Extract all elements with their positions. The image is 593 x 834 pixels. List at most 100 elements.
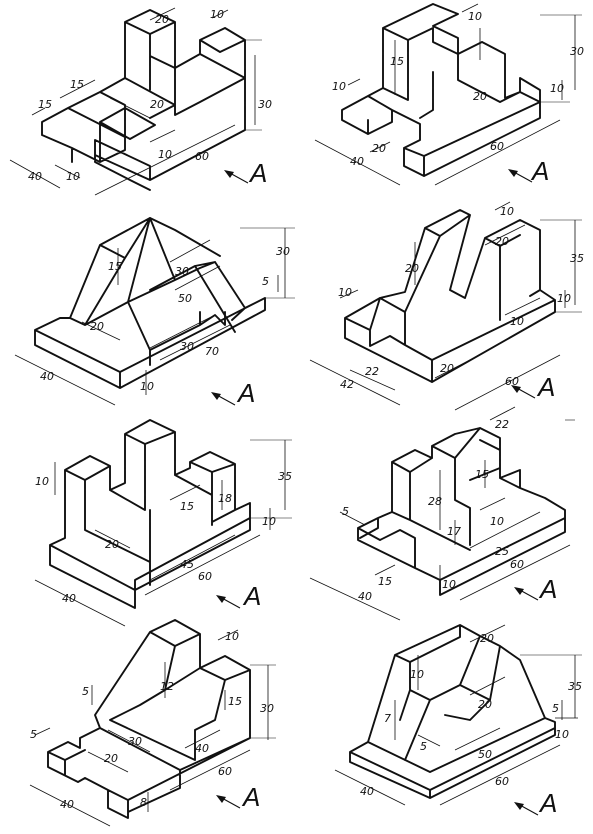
panel-8-part (349, 624, 556, 799)
panel-2-dim-label: 10 (550, 82, 564, 95)
view-a-label: A (538, 788, 557, 818)
panel-1-dim-label: 10 (158, 148, 172, 161)
panel-6-dim-label: 10 (442, 578, 456, 591)
panel-1-dim-label: 60 (195, 150, 209, 163)
panel-1-dimensions: 20 10 15 15 20 10 30 40 10 60 (9, 7, 272, 196)
panel-7-dim-label: 40 (60, 798, 74, 811)
panel-5-dim-label: 45 (180, 558, 194, 571)
panel-4-dim-label: 20 (495, 235, 509, 248)
panel-5-dim-label: 10 (35, 475, 49, 488)
panel-2-outline (341, 3, 541, 177)
panel-6-dim-label: 22 (495, 418, 509, 431)
panel-6-outline (357, 427, 566, 596)
panel-6-dim-label: 25 (495, 545, 509, 558)
panel-7-view-arrow: A (216, 782, 260, 812)
panel-4-part (344, 209, 556, 383)
panel-7-dim-label: 8 (140, 796, 147, 809)
panel-5-part (49, 419, 251, 609)
panel-6-dim-label: 5 (342, 505, 349, 518)
panel-8-dim-label: 10 (555, 728, 569, 741)
panel-7-outline (47, 619, 251, 819)
panel-1-outline (41, 9, 246, 191)
panel-7-part (47, 619, 251, 819)
panel-3-dimensions: 15 30 50 20 30 5 40 10 70 30 (14, 227, 295, 406)
panel-7-dim-label: 5 (30, 728, 37, 741)
panel-6-view-arrow: A (514, 574, 557, 604)
panel-2-dim-label: 20 (372, 142, 386, 155)
panel-8-outline (349, 624, 556, 799)
panel-4-dim-label: 10 (557, 292, 571, 305)
panel-5-outline (49, 419, 251, 609)
view-a-label: A (536, 372, 555, 402)
panel-1-dim-label: 30 (258, 98, 272, 111)
panel-3-dim-label: 5 (262, 275, 269, 288)
view-a-label: A (242, 581, 261, 611)
panel-1-view-arrow: A (224, 158, 267, 188)
panel-3-view-arrow: A (211, 378, 255, 408)
panel-4-outline (344, 209, 556, 383)
panel-4-dim-label: 10 (500, 205, 514, 218)
panel-6-dim-label: 15 (475, 468, 489, 481)
panel-3-dim-label: 15 (108, 260, 122, 273)
panel-6-dim-label: 17 (447, 525, 461, 538)
panel-8-dim-label: 7 (384, 712, 391, 725)
panel-6-dim-label: 28 (428, 495, 442, 508)
panel-7-dim-label: 30 (128, 735, 142, 748)
panel-2-dim-label: 30 (570, 45, 584, 58)
panel-5-dim-label: 20 (105, 538, 119, 551)
panel-4-dim-label: 22 (365, 365, 379, 378)
panel-6-dim-label: 10 (490, 515, 504, 528)
view-a-label: A (241, 782, 260, 812)
panel-8-dim-label: 20 (480, 632, 494, 645)
panel-3-dim-label: 40 (40, 370, 54, 383)
panel-5-dim-label: 35 (278, 470, 292, 483)
panel-5-dim-label: 40 (62, 592, 76, 605)
panel-1-part (41, 9, 246, 191)
panel-1-dim-label: 20 (150, 98, 164, 111)
panel-7-dimensions: 10 12 5 15 30 30 5 20 40 60 40 8 (29, 629, 276, 827)
panel-3-dim-label: 30 (180, 340, 194, 353)
panel-7-dim-label: 30 (260, 702, 274, 715)
panel-3-dim-label: 10 (140, 380, 154, 393)
panel-4-dim-label: 20 (440, 362, 454, 375)
panel-1-dim-label: 10 (66, 170, 80, 183)
panel-6-dim-label: 60 (510, 558, 524, 571)
panel-4-dim-label: 35 (570, 252, 584, 265)
panel-5-dim-label: 15 (180, 500, 194, 513)
panel-2-dim-label: 40 (350, 155, 364, 168)
panel-6-dim-label: 40 (358, 590, 372, 603)
panel-3-dim-label: 30 (276, 245, 290, 258)
panel-3-part (34, 217, 266, 389)
panel-5-view-arrow: A (216, 581, 261, 611)
panel-8-dim-label: 5 (420, 740, 427, 753)
panel-1-dim-label: 40 (28, 170, 42, 183)
panel-8-dim-label: 60 (495, 775, 509, 788)
panel-2-dim-label: 10 (332, 80, 346, 93)
view-a-label: A (248, 158, 267, 188)
panel-1-dim-label: 20 (155, 13, 169, 26)
panel-8-dim-label: 5 (552, 702, 559, 715)
panel-5-dim-label: 10 (262, 515, 276, 528)
panel-1-dim-label: 15 (38, 98, 52, 111)
panel-5-dimensions: 10 18 15 20 45 35 10 40 60 (34, 439, 292, 627)
panel-2-dim-label: 15 (390, 55, 404, 68)
panel-3-dim-label: 20 (90, 320, 104, 333)
panel-2-view-arrow: A (508, 156, 549, 186)
panel-4-dim-label: 20 (405, 262, 419, 275)
panel-7-dim-label: 40 (195, 742, 209, 755)
panel-7-dim-label: 12 (160, 680, 174, 693)
panel-2-dim-label: 20 (473, 90, 487, 103)
panel-8-dim-label: 20 (478, 698, 492, 711)
panel-4-view-arrow: A (511, 372, 555, 402)
panel-4-dim-label: 10 (510, 315, 524, 328)
panel-6-dimensions: 22 15 28 17 10 25 5 15 40 10 60 (309, 406, 575, 621)
panel-7-dim-label: 5 (82, 685, 89, 698)
panel-4-dimensions: 10 20 20 35 10 10 10 22 42 20 60 (309, 201, 584, 411)
panel-3-dim-label: 30 (175, 265, 189, 278)
panel-2-part (341, 3, 541, 177)
view-a-label: A (530, 156, 549, 186)
panel-6-dim-label: 15 (378, 575, 392, 588)
view-a-label: A (538, 574, 557, 604)
